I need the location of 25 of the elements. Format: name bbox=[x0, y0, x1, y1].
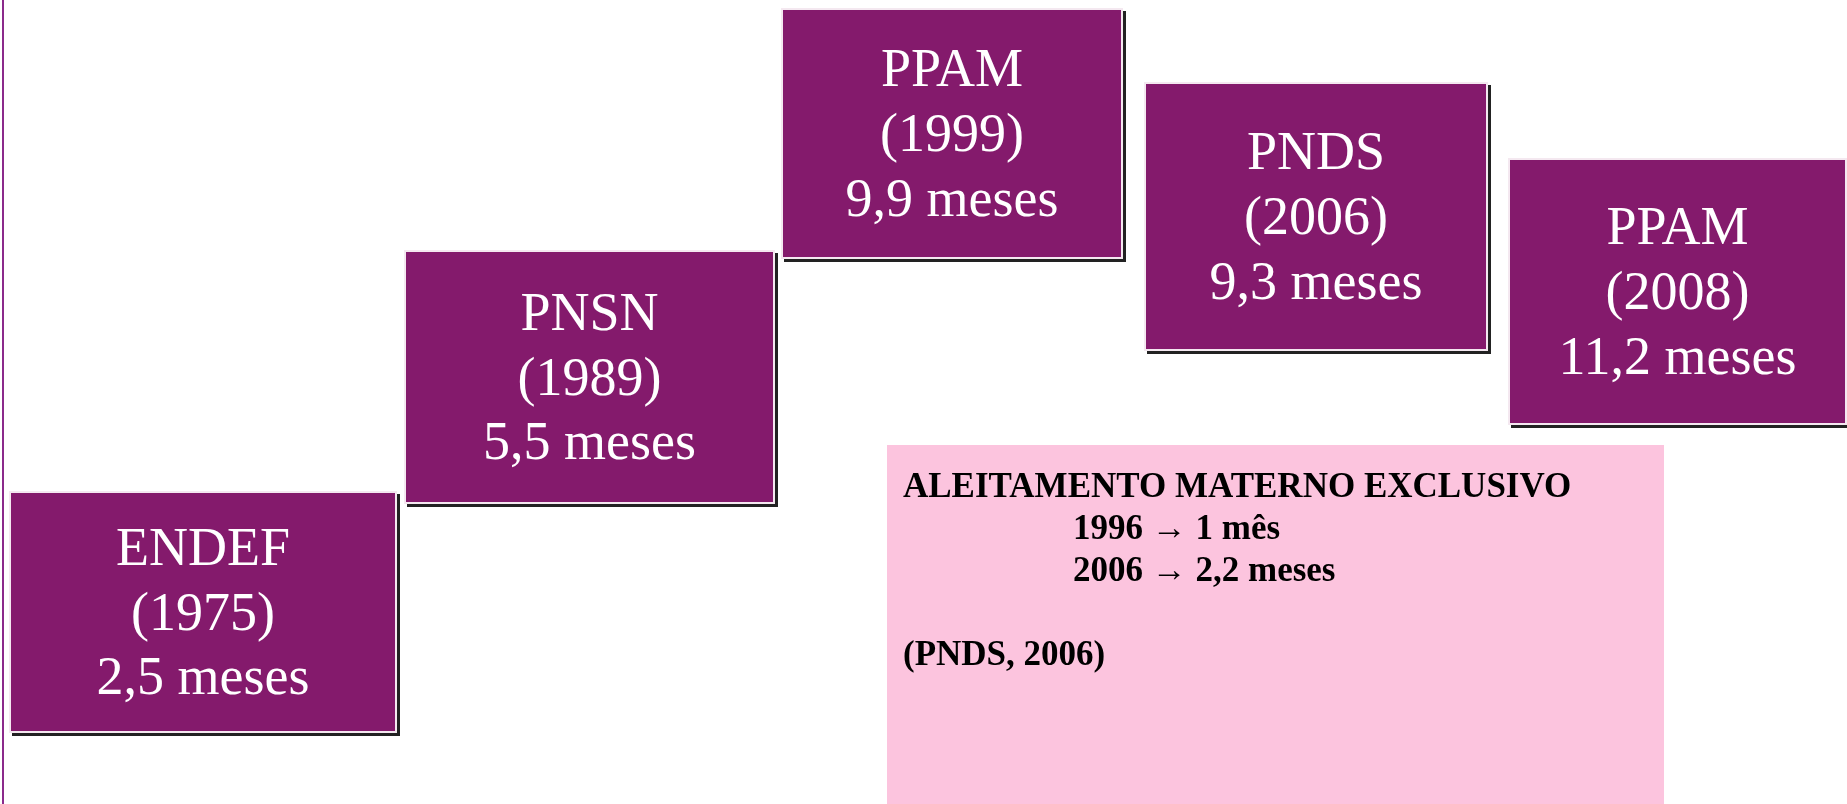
survey-year: (2006) bbox=[1244, 185, 1388, 249]
survey-name: PNSN bbox=[520, 280, 659, 344]
source-note: (PNDS, 2006) bbox=[903, 633, 1106, 675]
survey-year: (2008) bbox=[1605, 260, 1750, 324]
survey-box bbox=[404, 250, 775, 504]
survey-name: PPAM bbox=[880, 37, 1024, 101]
duration-text: 11,2 meses bbox=[1558, 324, 1797, 388]
survey-box bbox=[9, 491, 397, 733]
duration-text: 9,9 meses bbox=[845, 166, 1059, 230]
survey-name: ENDEF bbox=[116, 515, 290, 579]
survey-name: PPAM bbox=[1606, 195, 1749, 259]
survey-year: (1999) bbox=[880, 102, 1024, 166]
survey-name: PNDS bbox=[1246, 120, 1386, 184]
survey-year: (1975) bbox=[131, 580, 275, 644]
duration-text: 5,5 meses bbox=[483, 410, 696, 474]
duration-text: 2,5 meses bbox=[96, 645, 310, 709]
survey-box bbox=[1508, 158, 1847, 425]
note-heading: ALEITAMENTO MATERNO EXCLUSIVO bbox=[903, 465, 1572, 507]
survey-box bbox=[1144, 82, 1488, 351]
survey-year: (1989) bbox=[517, 345, 662, 409]
note-line: 2006 → 2,2 meses bbox=[1073, 549, 1336, 591]
survey-box bbox=[781, 8, 1123, 259]
note-box bbox=[887, 445, 1664, 804]
duration-text: 9,3 meses bbox=[1209, 249, 1423, 313]
note-line: 1996 → 1 mês bbox=[1073, 507, 1281, 549]
